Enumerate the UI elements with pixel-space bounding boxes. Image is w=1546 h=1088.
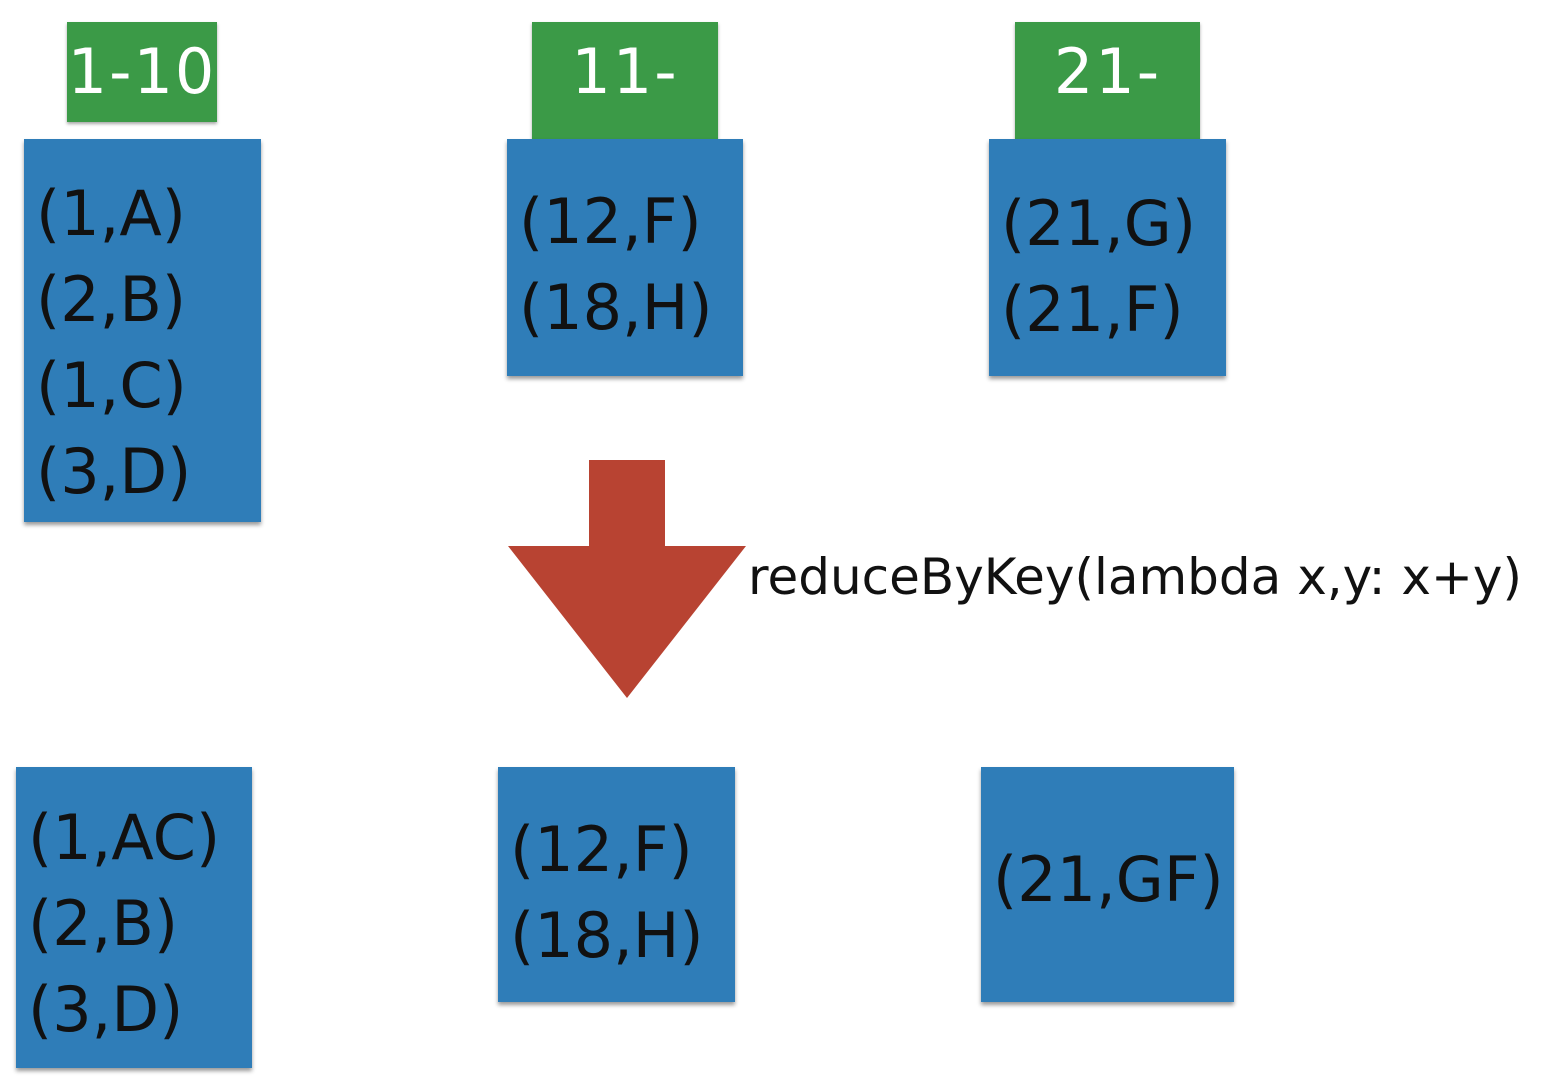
- key-value-pair: (21,G): [1001, 187, 1197, 260]
- key-value-pair: (18,H): [510, 899, 704, 972]
- key-value-pair: (1,AC): [28, 801, 221, 874]
- key-value-pair: (21,GF): [993, 842, 1224, 916]
- output-partition-3: (21,GF): [981, 767, 1234, 1002]
- key-value-pair: (1,C): [36, 349, 187, 422]
- key-value-pair: (3,D): [28, 973, 184, 1046]
- partition-label-1-10: 1-10: [67, 22, 217, 122]
- key-value-pair: (2,B): [36, 263, 187, 336]
- key-value-pair: (3,D): [36, 435, 192, 508]
- key-value-pair: (2,B): [28, 887, 179, 960]
- operation-label: reduceByKey(lambda x,y: x+y): [748, 548, 1522, 606]
- key-value-pair: (12,F): [510, 813, 693, 886]
- input-partition-1: (1,A) (2,B) (1,C) (3,D): [24, 139, 261, 522]
- input-partition-3: (21,G) (21,F): [989, 139, 1226, 376]
- output-partition-1: (1,AC) (2,B) (3,D): [16, 767, 252, 1068]
- key-value-pair: (1,A): [36, 177, 186, 250]
- input-partition-2: (12,F) (18,H): [507, 139, 743, 376]
- key-value-pair: (12,F): [519, 185, 702, 258]
- output-partition-2: (12,F) (18,H): [498, 767, 735, 1002]
- down-arrow-icon: [508, 460, 746, 698]
- key-value-pair: (18,H): [519, 271, 713, 344]
- key-value-pair: (21,F): [1001, 273, 1184, 346]
- down-arrow-shape: [508, 460, 746, 698]
